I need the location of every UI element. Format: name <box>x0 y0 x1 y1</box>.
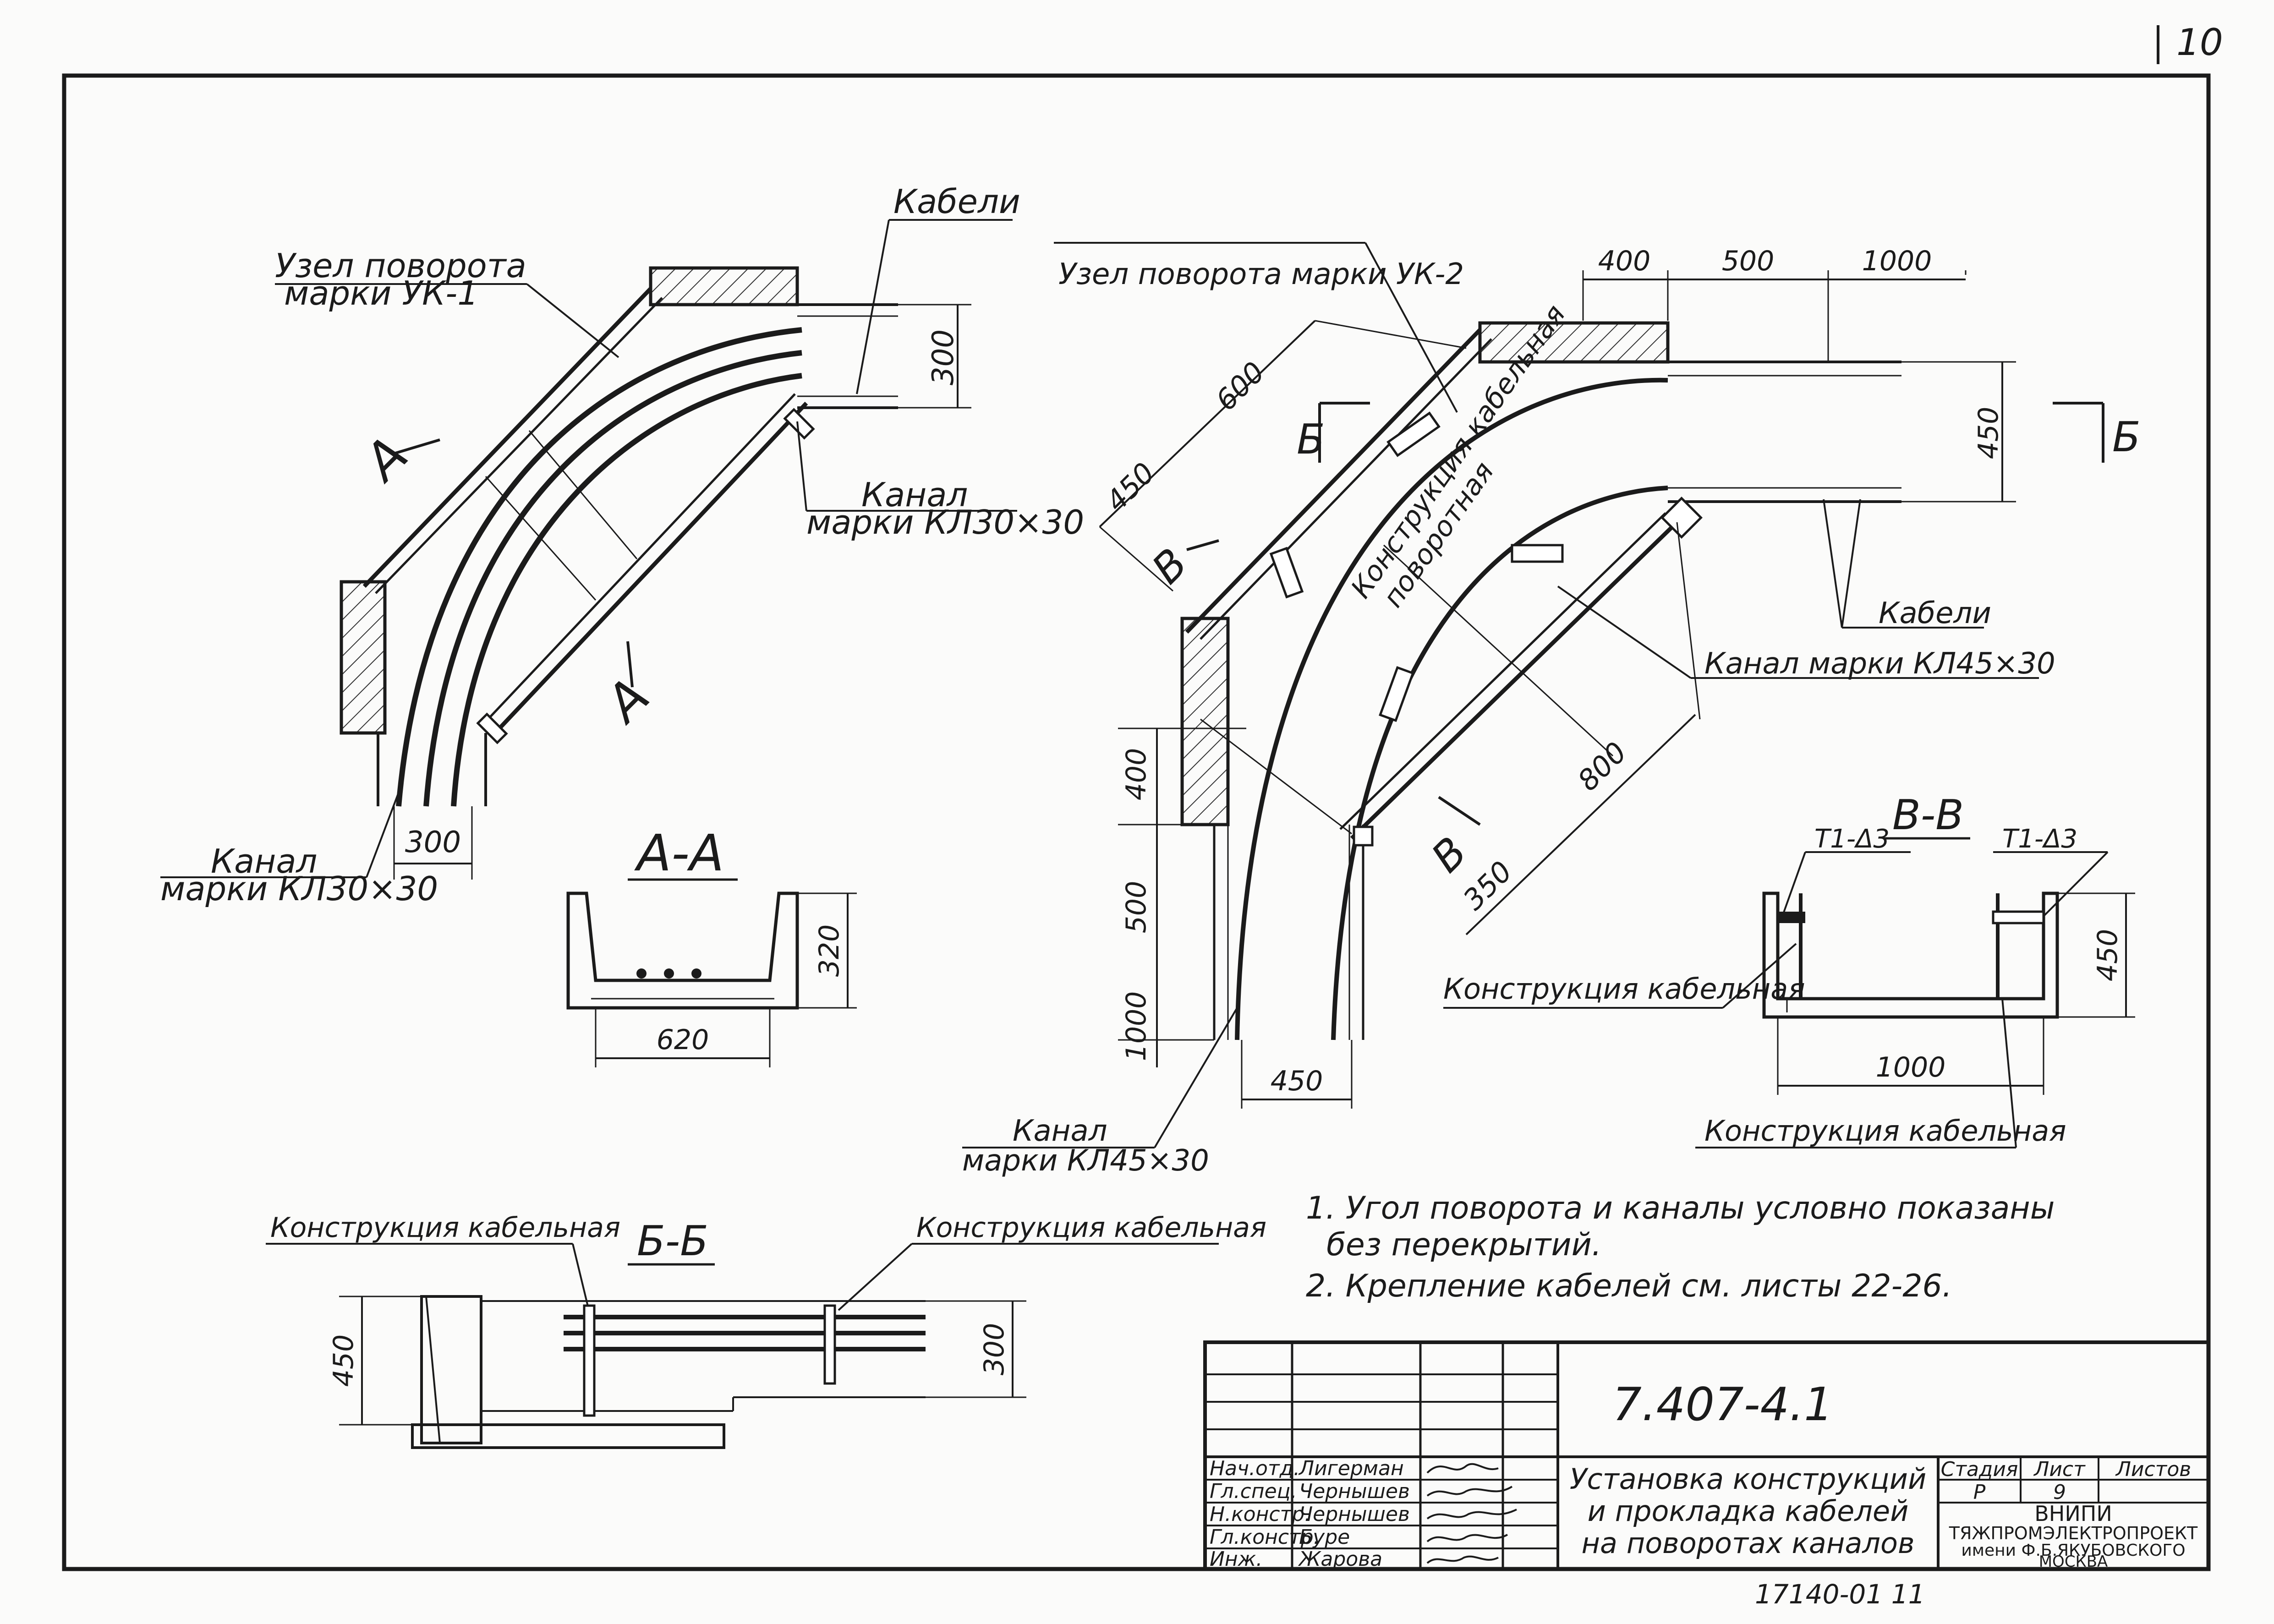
uk2-dim-500-left: 500 <box>1120 881 1152 934</box>
uk1-cut-a1: А <box>351 425 419 493</box>
section-bb-dim-right: 300 <box>978 1323 1010 1376</box>
section-vv-title: В-В <box>1892 791 1964 839</box>
org-line-3: имени Ф.Б.ЯКУБОВСКОГО <box>1961 1541 2185 1560</box>
uk2-dim-1000-left: 1000 <box>1120 991 1152 1061</box>
role-1: Гл.спец. <box>1210 1480 1297 1503</box>
note-line-1: 1. Угол поворота и каналы условно показа… <box>1306 1190 2055 1226</box>
uk2-cut-v2: В <box>1422 828 1476 882</box>
sheet-value: 9 <box>2053 1481 2066 1504</box>
stage-value: Р <box>1973 1481 1986 1504</box>
notes: 1. Угол поворота и каналы условно показа… <box>1306 1190 2055 1304</box>
uk1-channel-right-label: Канал <box>861 476 968 514</box>
section-aa-dim-height: 320 <box>813 924 845 977</box>
note-line-2: без перекрытий. <box>1326 1227 1601 1263</box>
section-aa-title: А-А <box>634 824 724 882</box>
role-4: Инж. <box>1210 1547 1262 1571</box>
uk2-dim-450-diag: 450 <box>1099 456 1161 518</box>
uk2-dim-450-right: 450 <box>1973 407 2005 459</box>
uk2-dim-800: 800 <box>1571 735 1633 797</box>
uk1-dim-300-bottom: 300 <box>405 826 461 859</box>
section-bb-dim-left: 450 <box>328 1334 360 1387</box>
name-3: Буре <box>1299 1526 1350 1549</box>
uk1-cables-label: Кабели <box>893 182 1020 221</box>
section-bb-construction-right: Конструкция кабельная <box>916 1212 1266 1244</box>
sheet-title-line-3: на поворотах каналов <box>1581 1526 1914 1560</box>
title-block: 7.407-4.1 Нач.отд. Лигерман Гл.спец. Чер… <box>1203 1340 2210 1571</box>
page-number: 10 <box>2176 21 2223 64</box>
uk1-node-label-2: марки УК-1 <box>284 274 478 312</box>
uk2-view: 400 500 1000 450 600 450 800 350 400 500… <box>962 242 2141 1178</box>
section-vv-dim-width: 1000 <box>1876 1051 1946 1083</box>
stage-header: Стадия <box>1941 1458 2018 1481</box>
sheet-header: Лист <box>2033 1458 2086 1481</box>
section-vv-construction-right: Конструкция кабельная <box>1704 1114 2066 1148</box>
section-vv-weld-left: Т1-Δ3 <box>1814 824 1890 854</box>
uk2-dim-500-top: 500 <box>1722 245 1775 277</box>
sheet-title-line-2: и прокладка кабелей <box>1588 1494 1909 1528</box>
uk1-dim-300-right: 300 <box>926 329 960 385</box>
uk1-view: 300 300 Узел поворота марки УК-1 Кабели … <box>160 182 1084 908</box>
footer-code: 17140-01 11 <box>1755 1579 1925 1610</box>
uk1-channel-right-label-2: марки КЛ30×30 <box>806 503 1084 541</box>
drawing-frame <box>62 73 2211 1571</box>
name-0: Лигерман <box>1298 1457 1404 1480</box>
uk2-cut-v1: В <box>1143 539 1197 593</box>
name-1: Чернышев <box>1299 1480 1410 1503</box>
role-2: Н.констр. <box>1210 1503 1311 1526</box>
uk1-cut-a2: А <box>593 667 661 734</box>
uk2-cut-b2: Б <box>2112 413 2141 461</box>
section-bb-construction-left: Конструкция кабельная <box>270 1212 620 1244</box>
uk2-dim-1000-top: 1000 <box>1862 245 1932 277</box>
sheet-title-line-1: Установка конструкций <box>1570 1462 1927 1496</box>
name-2: Чернышев <box>1299 1503 1410 1526</box>
section-vv-construction-left: Конструкция кабельная <box>1443 972 1805 1006</box>
role-3: Гл.констр. <box>1210 1526 1320 1549</box>
uk2-channel-right-label: Канал марки КЛ45×30 <box>1704 647 2055 681</box>
uk2-node-label: Узел поворота марки УК-2 <box>1058 257 1464 291</box>
org-line-2: ТЯЖПРОМЭЛЕКТРОПРОЕКТ <box>1949 1523 2198 1543</box>
section-vv-weld-right: Т1-Δ3 <box>2002 824 2077 854</box>
section-aa: А-А 620 320 <box>566 824 857 1067</box>
name-4: Жарова <box>1298 1547 1382 1571</box>
org-line-4: МОСКВА <box>2039 1553 2108 1571</box>
uk2-cables-label: Кабели <box>1879 596 1991 630</box>
section-aa-dim-width: 620 <box>657 1024 709 1056</box>
role-0: Нач.отд. <box>1210 1457 1300 1480</box>
uk2-dim-400-left: 400 <box>1120 748 1152 801</box>
note-line-3: 2. Крепление кабелей см. листы 22-26. <box>1306 1268 1952 1304</box>
uk2-dim-450-bottom: 450 <box>1271 1065 1323 1097</box>
drawing-number: 7.407-4.1 <box>1612 1378 1833 1431</box>
uk1-node-label: Узел поворота <box>275 246 526 285</box>
org-line-1: ВНИПИ <box>2034 1501 2112 1526</box>
uk1-channel-bottom-label-2: марки КЛ30×30 <box>160 869 438 908</box>
uk2-dim-400-top: 400 <box>1598 245 1651 277</box>
section-bb-title: Б-Б <box>637 1217 708 1265</box>
sheets-header: Листов <box>2115 1458 2191 1481</box>
section-vv-dim-height: 450 <box>2092 929 2124 982</box>
section-vv: В-В Т1-Δ3 Т1-Δ3 Конструкция кабельная Ко… <box>1443 791 2135 1148</box>
signature-scribbles <box>1426 1463 1517 1564</box>
uk2-dim-600: 600 <box>1209 355 1271 417</box>
uk2-channel-bottom-label: Канал <box>1013 1114 1107 1148</box>
section-bb: Б-Б Конструкция кабельная Конструкция ка… <box>266 1212 1266 1449</box>
uk2-channel-bottom-label-2: марки КЛ45×30 <box>962 1144 1209 1178</box>
uk1-channel-bottom-label: Канал <box>211 842 317 880</box>
